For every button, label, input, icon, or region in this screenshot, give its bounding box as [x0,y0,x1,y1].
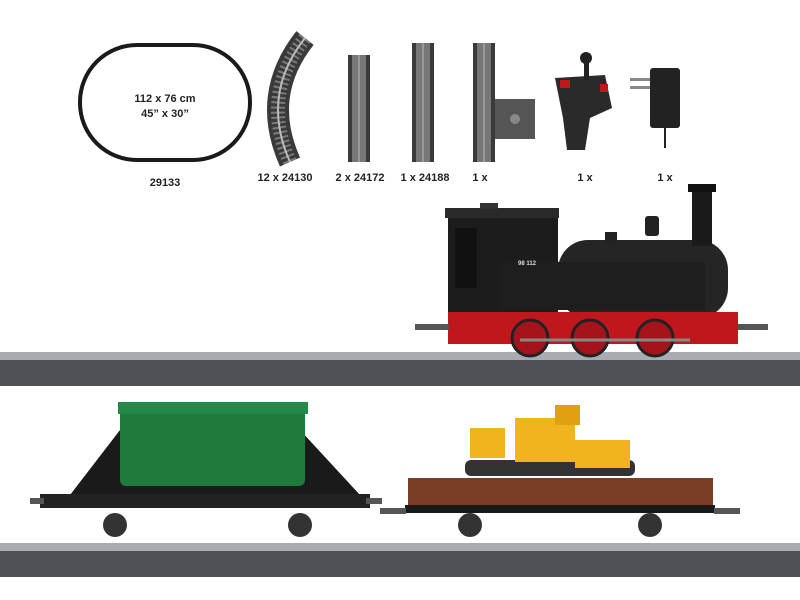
oval-article-label: 29133 [149,177,181,189]
item-label-feeder: 1 x [472,172,488,184]
steam-locomotive-icon [415,184,768,358]
oval-dimensions-cm: 112 x 76 cm [134,93,196,105]
item-label-long-straight: 1 x 24188 [400,172,450,184]
oval-dimensions: 112 x 76 cm 45” x 30” [110,92,220,122]
curved-track-icon [267,31,314,167]
oval-dimensions-in: 45” x 30” [141,108,189,120]
item-label-power-supply: 1 x [657,172,673,184]
feeder-track-icon [473,43,535,162]
item-label-controller: 1 x [577,172,593,184]
dump-car-icon [30,402,382,537]
straight-track-long-icon [412,43,434,162]
controller-icon [555,52,612,150]
locomotive-number: 98 112 [517,261,537,267]
power-supply-icon [630,68,680,148]
item-label-curved: 12 x 24130 [257,172,313,184]
item-label-short-straight: 2 x 24172 [335,172,385,184]
flat-car-with-bulldozer-icon [380,405,740,537]
straight-track-short-icon [348,55,370,162]
